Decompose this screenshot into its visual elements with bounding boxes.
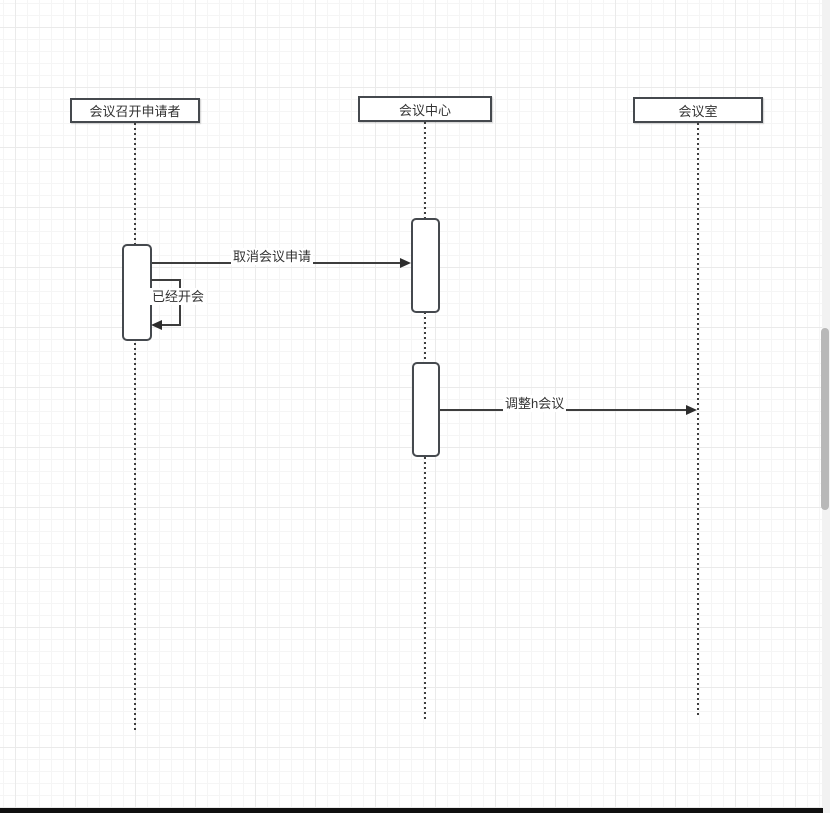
participant-label: 会议中心	[398, 102, 451, 118]
activation-bar-center-2[interactable]	[412, 362, 440, 457]
activation-bar-center-1[interactable]	[411, 218, 440, 313]
arrowhead-right-icon	[686, 405, 697, 415]
participant-label: 会议室	[678, 103, 718, 119]
arrowhead-right-icon	[400, 258, 411, 268]
participant-label: 会议召开申请者	[89, 104, 181, 119]
arrowhead-left-icon	[151, 320, 162, 330]
message-label: 已经开会	[150, 288, 207, 305]
vertical-scrollbar-thumb[interactable]	[821, 328, 829, 510]
lifeline-meeting-applicant[interactable]	[134, 123, 136, 733]
message-label: 调整h会议	[503, 395, 567, 412]
self-message-bottom-segment	[162, 324, 181, 326]
bottom-window-edge	[0, 808, 823, 813]
message-label: 取消会议申请	[231, 248, 314, 265]
activation-bar-applicant[interactable]	[122, 244, 152, 341]
participant-box-meeting-room[interactable]: 会议室	[633, 97, 763, 123]
participant-box-meeting-center[interactable]: 会议中心	[358, 96, 492, 122]
lifeline-meeting-room[interactable]	[697, 123, 699, 718]
participant-box-meeting-applicant[interactable]: 会议召开申请者	[70, 98, 200, 123]
self-message-top-segment	[151, 279, 181, 281]
